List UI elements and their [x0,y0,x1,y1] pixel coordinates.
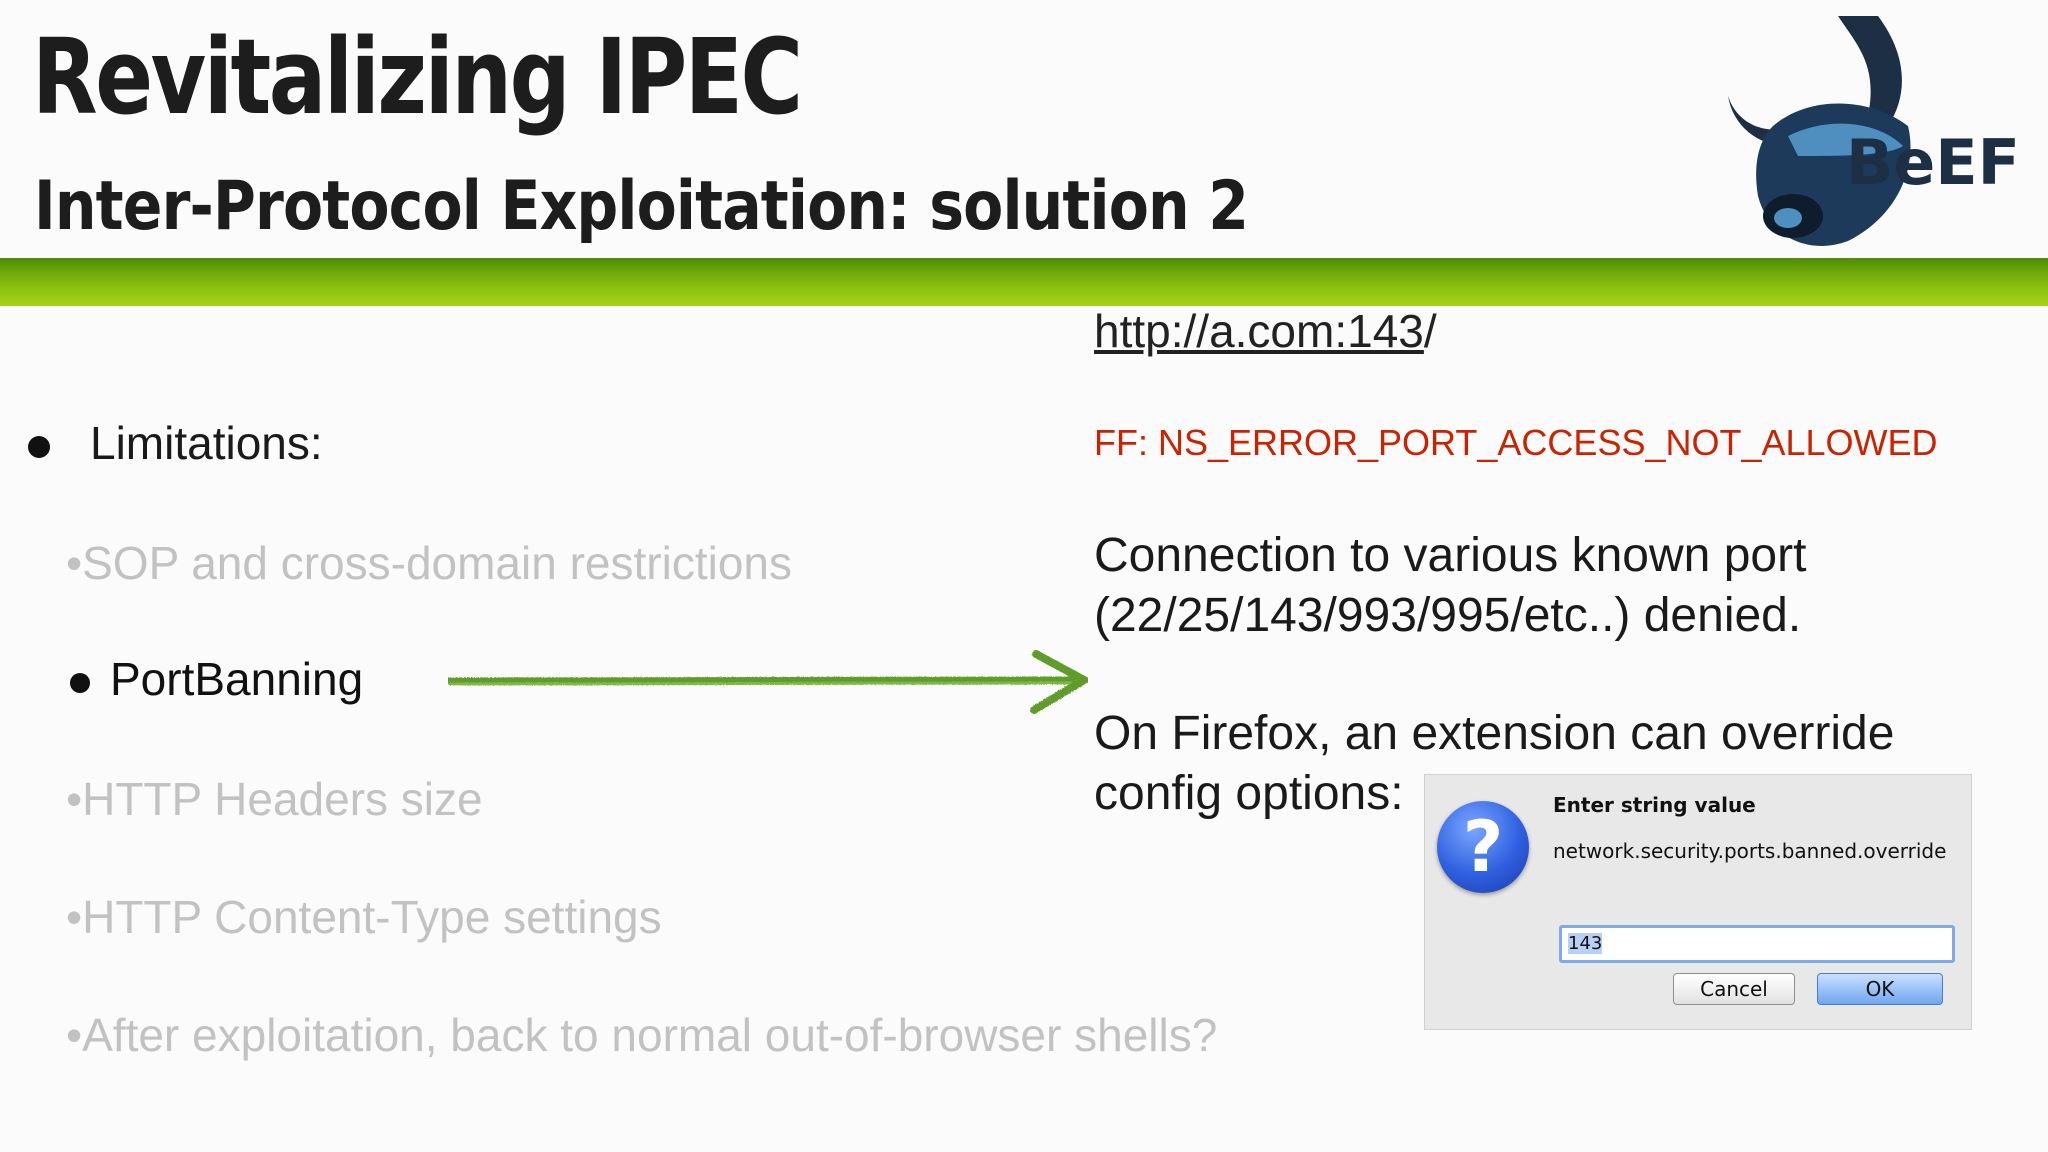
dialog-title: Enter string value [1553,793,1756,817]
bullet-limitations-label: Limitations: [90,417,323,469]
bullet-dot-icon [28,435,50,458]
ok-button[interactable]: OK [1817,973,1943,1005]
target-url-link[interactable]: http://a.com:143 [1094,305,1424,357]
enter-string-dialog: ? Enter string value network.security.po… [1424,774,1972,1030]
string-value-text: 143 [1568,933,1603,954]
question-icon: ? [1437,801,1529,893]
title-underline-bar [0,258,2048,306]
beef-logo: BeEF [1718,6,2048,256]
paragraph-port-denied: Connection to various known port (22/25/… [1094,526,1994,646]
sub-bullet-headers-size: •HTTP Headers size [66,773,483,825]
paragraph-firefox-override-line2: config options: [1094,767,1404,820]
paragraph-port-denied-line1: Connection to various known port [1094,529,1807,582]
bull-logo-icon: BeEF [1728,16,2020,246]
sub-bullet-content-type: •HTTP Content-Type settings [66,891,662,943]
svg-text:BeEF: BeEF [1846,126,2020,199]
sub-bullet-sop: •SOP and cross-domain restrictions [66,537,792,589]
cancel-button[interactable]: Cancel [1673,973,1795,1005]
string-value-input[interactable]: 143 [1559,925,1955,963]
firefox-error-text: FF: NS_ERROR_PORT_ACCESS_NOT_ALLOWED [1094,422,1938,463]
green-arrow-icon [448,650,1088,714]
slide-subtitle: Inter-Protocol Exploitation: solution 2 [34,167,1249,246]
target-url-suffix: / [1423,305,1437,357]
sub-bullet-after-exploitation: •After exploitation, back to normal out-… [66,1009,1218,1061]
paragraph-firefox-override: On Firefox, an extension can override co… [1094,704,1994,824]
sub-bullet-portbanning: PortBanning [70,652,363,706]
paragraph-port-denied-line2: (22/25/143/993/995/etc..) denied. [1094,589,1802,642]
paragraph-firefox-override-line1: On Firefox, an extension can override [1094,707,1895,760]
bullet-dot-icon [70,672,90,693]
sub-bullet-portbanning-label: PortBanning [110,653,364,705]
target-url: http://a.com:143/ [1094,304,1437,358]
bullet-limitations: Limitations: [28,416,323,470]
dialog-pref-name: network.security.ports.banned.override [1553,839,1947,863]
slide-title: Revitalizing IPEC [32,16,803,138]
